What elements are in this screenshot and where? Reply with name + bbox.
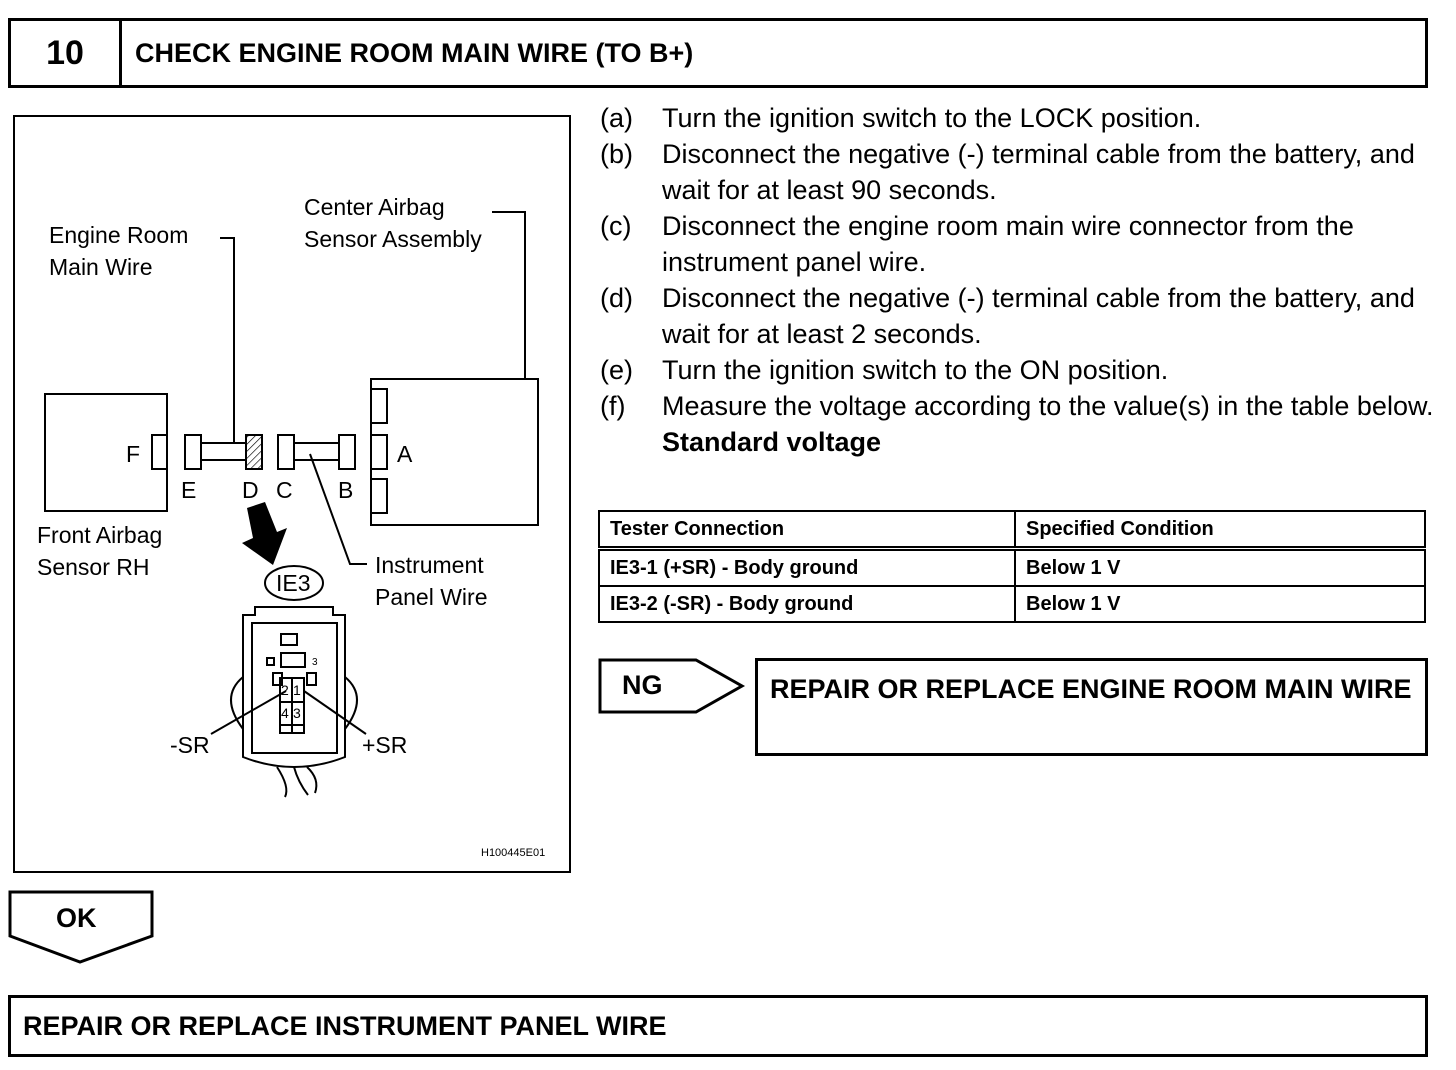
ok-arrow-icon (8, 890, 154, 964)
table-cell: IE3-2 (-SR) - Body ground (598, 585, 1016, 623)
pin-4-label: 4 (281, 705, 289, 721)
step-text: Turn the ignition switch to the LOCK pos… (662, 103, 1202, 133)
step-a: (a) Turn the ignition switch to the LOCK… (600, 100, 1440, 136)
step-number: 10 (11, 21, 122, 85)
front-airbag-label-line2: Sensor RH (37, 554, 149, 580)
table-header-row: Tester Connection Specified Condition (598, 510, 1426, 551)
table-row: IE3-1 (+SR) - Body ground Below 1 V (598, 547, 1426, 587)
step-c: (c) Disconnect the engine room main wire… (600, 208, 1440, 280)
step-label: (d) (600, 283, 633, 313)
ok-action-box: REPAIR OR REPLACE INSTRUMENT PANEL WIRE (8, 995, 1428, 1057)
instrument-panel-label-line2: Panel Wire (375, 584, 487, 610)
spec-table: Tester Connection Specified Condition IE… (598, 510, 1426, 623)
front-airbag-sensor-box (44, 393, 168, 512)
ok-label: OK (56, 903, 97, 933)
diagram-svg: Engine Room Main Wire Center Airbag Sens… (37, 194, 545, 859)
instrument-panel-wire (293, 442, 340, 461)
connector-f-label: F (126, 441, 140, 467)
connector-c (277, 434, 295, 470)
connector-b (338, 434, 356, 470)
step-title: CHECK ENGINE ROOM MAIN WIRE (TO B+) (135, 37, 694, 68)
step-text: Turn the ignition switch to the ON posit… (662, 355, 1169, 385)
connector-d (245, 434, 263, 470)
connector-a-label: A (397, 441, 413, 467)
step-label: (c) (600, 211, 632, 241)
engine-room-wire (200, 442, 247, 461)
step-label: (a) (600, 103, 633, 133)
ng-action-box: REPAIR OR REPLACE ENGINE ROOM MAIN WIRE (755, 658, 1428, 756)
pin-3-label: 3 (293, 705, 301, 721)
step-e: (e) Turn the ignition switch to the ON p… (600, 352, 1440, 388)
connector-f (151, 434, 168, 470)
pin-3-small-label: 3 (312, 657, 318, 668)
table-cell: Below 1 V (1014, 585, 1426, 623)
connector-e (184, 434, 202, 470)
instrument-panel-label-line1: Instrument (375, 552, 484, 578)
connector-id-label: IE3 (276, 570, 311, 596)
step-header: 10 CHECK ENGINE ROOM MAIN WIRE (TO B+) (8, 18, 1428, 88)
standard-voltage-heading: Standard voltage (662, 427, 882, 457)
engine-room-main-wire-label-line2: Main Wire (49, 254, 153, 280)
plus-sr-label: +SR (362, 732, 407, 758)
connector-b-label: B (338, 477, 353, 503)
pin-2-label: 2 (281, 682, 289, 698)
step-text: Disconnect the engine room main wire con… (662, 211, 1354, 277)
step-text: Disconnect the negative (-) terminal cab… (662, 139, 1415, 205)
center-airbag-label-line1: Center Airbag (304, 194, 445, 220)
step-label: (f) (600, 391, 626, 421)
step-f: (f) Measure the voltage according to the… (600, 388, 1440, 424)
ng-label: NG (622, 670, 663, 700)
ng-arrow-icon (598, 658, 746, 714)
table-header-cell: Specified Condition (1014, 510, 1426, 551)
step-text: Measure the voltage according to the val… (662, 391, 1434, 421)
wiring-diagram: Engine Room Main Wire Center Airbag Sens… (13, 115, 571, 873)
connector-c-label: C (276, 477, 293, 503)
step-d: (d) Disconnect the negative (-) terminal… (600, 280, 1440, 352)
connector-e-label: E (181, 477, 196, 503)
table-header-cell: Tester Connection (598, 510, 1016, 551)
connector-a (370, 434, 388, 470)
direction-arrow-icon (242, 502, 287, 565)
front-airbag-label-line1: Front Airbag (37, 522, 162, 548)
table-row: IE3-2 (-SR) - Body ground Below 1 V (598, 585, 1426, 623)
center-airbag-label-line2: Sensor Assembly (304, 226, 482, 252)
table-cell: IE3-1 (+SR) - Body ground (598, 547, 1016, 587)
step-b: (b) Disconnect the negative (-) terminal… (600, 136, 1440, 208)
pin-1-label: 1 (293, 682, 301, 698)
connector-d-label: D (242, 477, 259, 503)
table-cell: Below 1 V (1014, 547, 1426, 587)
figure-code: H100445E01 (481, 847, 545, 859)
step-text: Disconnect the negative (-) terminal cab… (662, 283, 1415, 349)
step-label: (b) (600, 139, 633, 169)
step-label: (e) (600, 355, 633, 385)
minus-sr-label: -SR (170, 732, 210, 758)
procedure-steps: (a) Turn the ignition switch to the LOCK… (600, 100, 1440, 460)
engine-room-main-wire-label-line1: Engine Room (49, 222, 188, 248)
